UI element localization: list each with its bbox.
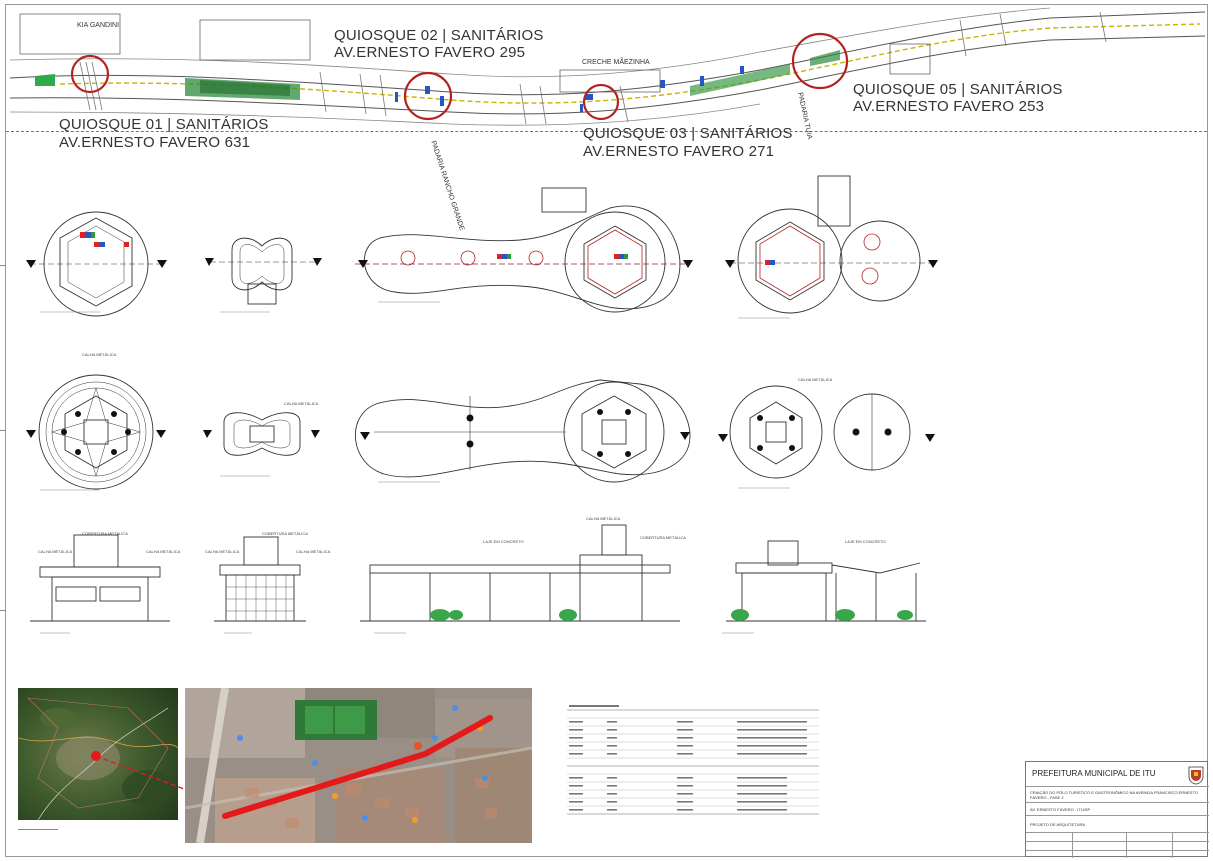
- note-calha-5: CALHA METÁLICA: [146, 549, 181, 554]
- title-block-divider: [1026, 815, 1209, 816]
- title-block-divider: [1026, 832, 1209, 833]
- location-caption: [18, 826, 58, 831]
- note-calha-3: CALHA METÁLICA: [798, 377, 833, 382]
- note-calha-8: CALHA METÁLICA: [586, 516, 621, 521]
- title-block-divider: [1026, 786, 1209, 787]
- kiosk-03-address: AV.ERNESTO FAVERO 271: [583, 143, 775, 160]
- title-block-divider: [1126, 832, 1127, 858]
- kiosk-01-address: AV.ERNESTO FAVERO 631: [59, 134, 251, 151]
- kiosk-05-address: AV.ERNESTO FAVERO 253: [853, 98, 1045, 115]
- elevations-row: [30, 524, 926, 634]
- title-block-divider: [1026, 850, 1209, 851]
- kiosk-03-title: QUIOSQUE 03 | SANITÁRIOS: [583, 125, 793, 142]
- title-block-project: CRIAÇÃO DO PÓLO TURÍSTICO E GASTRONÔMICO…: [1030, 790, 1198, 800]
- title-block-divider: [1026, 841, 1209, 842]
- note-laje-1: LAJE EM CONCRETO: [483, 539, 524, 544]
- note-calha-2: CALHA METÁLICA: [284, 401, 319, 406]
- note-cobertura-1: COBERTURA METÁLICA: [82, 531, 128, 536]
- map-label-creche: CRECHE MÃEZINHA: [582, 59, 650, 66]
- note-calha-1: CALHA METÁLICA: [82, 352, 117, 357]
- kiosk-02-title: QUIOSQUE 02 | SANITÁRIOS: [334, 27, 544, 44]
- floor-plans-row: [26, 175, 938, 319]
- aerial-photo-image: [185, 688, 532, 843]
- note-calha-7: CALHA METÁLICA: [296, 549, 331, 554]
- sheet-tick: [0, 610, 6, 611]
- title-block-divider: [1072, 832, 1073, 858]
- note-calha-6: CALHA METÁLICA: [205, 549, 240, 554]
- map-label-kia: KIA GANDINI: [77, 22, 120, 29]
- kiosk-05-title: QUIOSQUE 05 | SANITÁRIOS: [853, 81, 1063, 98]
- kiosk-01-title: QUIOSQUE 01 | SANITÁRIOS: [59, 116, 269, 133]
- title-block-location: AV. ERNESTO FÁVERO - ITU/SP: [1030, 807, 1091, 812]
- note-calha-4: CALHA METÁLICA: [38, 549, 73, 554]
- title-block-sheet: PROJETO DE ARQUITETURA: [1030, 822, 1086, 827]
- title-block-divider: [1172, 832, 1173, 858]
- sheet-tick: [0, 265, 6, 266]
- frame-schedule-table: [567, 705, 819, 815]
- strip-divider: [6, 131, 1207, 132]
- note-cobertura-3: COBERTURA METÁLICA: [640, 535, 686, 540]
- city-seal-logo: [1188, 766, 1204, 785]
- roof-plans-row: [26, 374, 935, 491]
- site-plan-strip: [9, 7, 1206, 126]
- regional-map-image: [18, 688, 178, 820]
- kiosk-02-address: AV.ERNESTO FAVERO 295: [334, 44, 526, 61]
- title-block-divider: [1026, 802, 1209, 803]
- note-cobertura-2: COBERTURA METÁLICA: [262, 531, 308, 536]
- title-block: PREFEITURA MUNICIPAL DE ITU CRIAÇÃO DO P…: [1025, 761, 1209, 858]
- sheet-tick: [0, 430, 6, 431]
- note-laje-2: LAJE EM CONCRETO: [845, 539, 886, 544]
- title-block-org: PREFEITURA MUNICIPAL DE ITU: [1032, 769, 1156, 778]
